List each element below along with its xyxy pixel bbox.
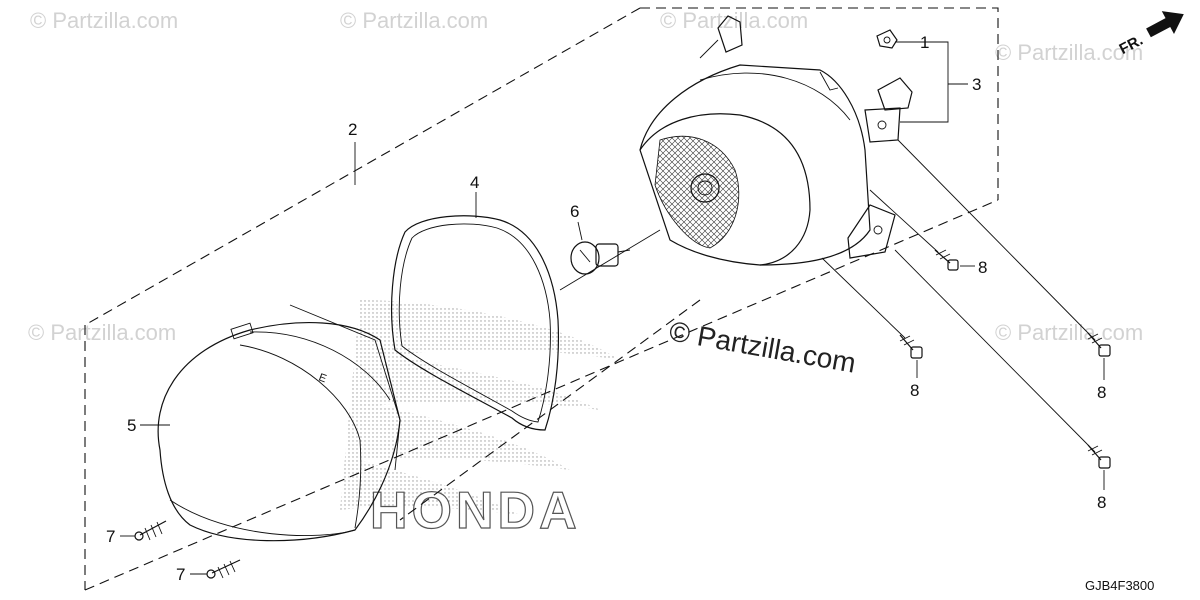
- clip-part: [876, 29, 898, 49]
- watermark-text: © Partzilla.com: [28, 320, 176, 345]
- screw-8a: [934, 249, 959, 271]
- headlight-case: [639, 15, 913, 266]
- callout-5: 5: [127, 416, 136, 435]
- callout-2: 2: [348, 120, 357, 139]
- watermark-text: © Partzilla.com: [30, 8, 178, 33]
- svg-text:E: E: [317, 372, 328, 386]
- watermark-text: © Partzilla.com: [340, 8, 488, 33]
- watermark-group: © Partzilla.com © Partzilla.com © Partzi…: [28, 8, 1143, 345]
- headlight-lens: E: [157, 304, 401, 542]
- screw-7a: [134, 520, 167, 541]
- callout-7a: 7: [106, 527, 115, 546]
- headlight-seal: [390, 215, 560, 431]
- callout-8c: 8: [1097, 383, 1106, 402]
- callout-6: 6: [570, 202, 579, 221]
- callout-7b: 7: [176, 565, 185, 584]
- callout-8b: 8: [910, 381, 919, 400]
- honda-wordmark: HONDA: [370, 482, 581, 540]
- front-direction-indicator: FR.: [1117, 11, 1184, 58]
- diagram-code: GJB4F3800: [1085, 578, 1154, 593]
- callout-1: 1: [920, 33, 929, 52]
- callout-8d: 8: [1097, 493, 1106, 512]
- watermark-text: © Partzilla.com: [995, 40, 1143, 65]
- arrow-right-icon: [1146, 11, 1184, 38]
- screw-8b: [899, 334, 923, 359]
- assembly-outline: [84, 7, 999, 591]
- callout-4: 4: [470, 173, 479, 192]
- callout-3: 3: [972, 75, 981, 94]
- callout-8a: 8: [978, 258, 987, 277]
- leader-lines: [120, 41, 1105, 575]
- center-watermark: © Partzilla.com: [667, 315, 858, 378]
- headlight-bulb: [570, 241, 631, 275]
- screw-7b: [206, 559, 241, 579]
- honda-wing-emblem: [340, 300, 620, 515]
- watermark-text: © Partzilla.com: [660, 8, 808, 33]
- watermark-text: © Partzilla.com: [995, 320, 1143, 345]
